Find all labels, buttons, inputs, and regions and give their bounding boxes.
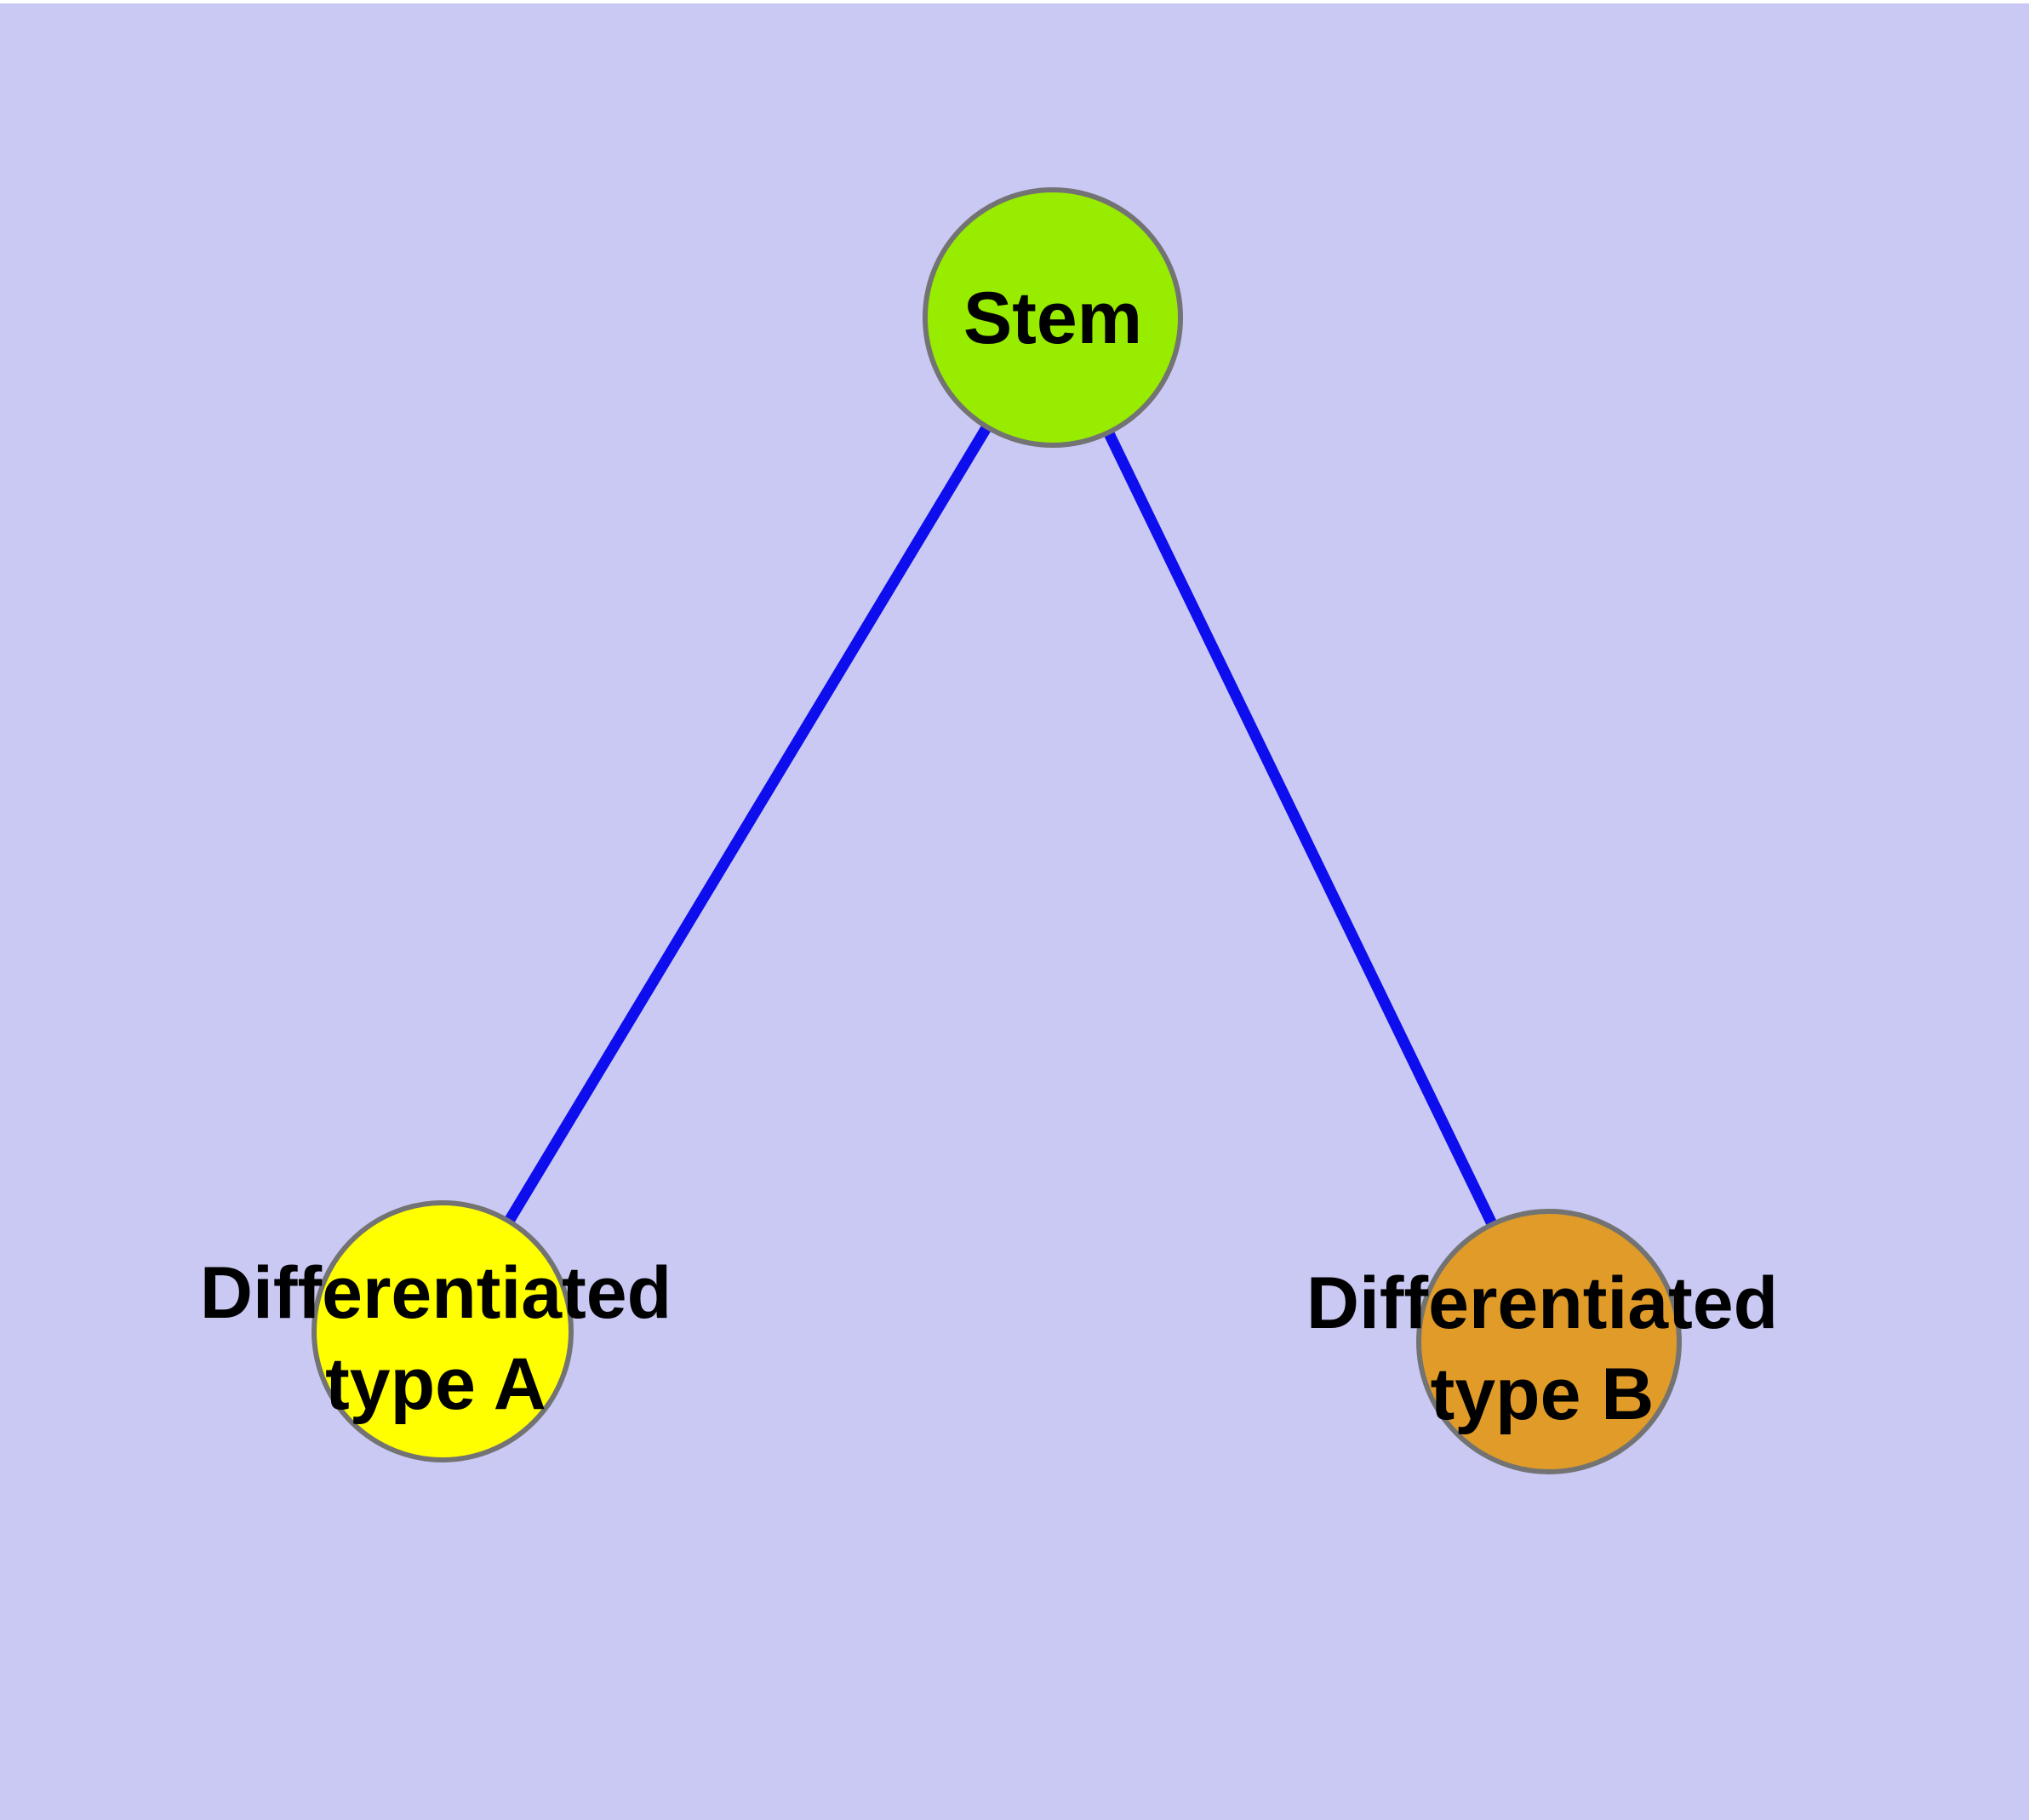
node-differentiated-type-b[interactable] <box>1416 1209 1682 1474</box>
node-type-b-label-line2: type B <box>1431 1354 1655 1435</box>
node-type-a-label-line1: Differentiated <box>200 1252 672 1334</box>
node-type-b-label-line1: Differentiated <box>1306 1262 1778 1344</box>
window-top-edge <box>0 0 2029 3</box>
node-type-a-label-line2: type A <box>325 1343 546 1425</box>
edge-stem-to-type-b[interactable] <box>1048 315 1554 1344</box>
edge-stem-to-type-a[interactable] <box>437 314 1058 1335</box>
node-differentiated-type-a[interactable] <box>311 1200 574 1462</box>
node-stem-label: Stem <box>963 278 1142 359</box>
node-stem[interactable] <box>923 187 1183 448</box>
